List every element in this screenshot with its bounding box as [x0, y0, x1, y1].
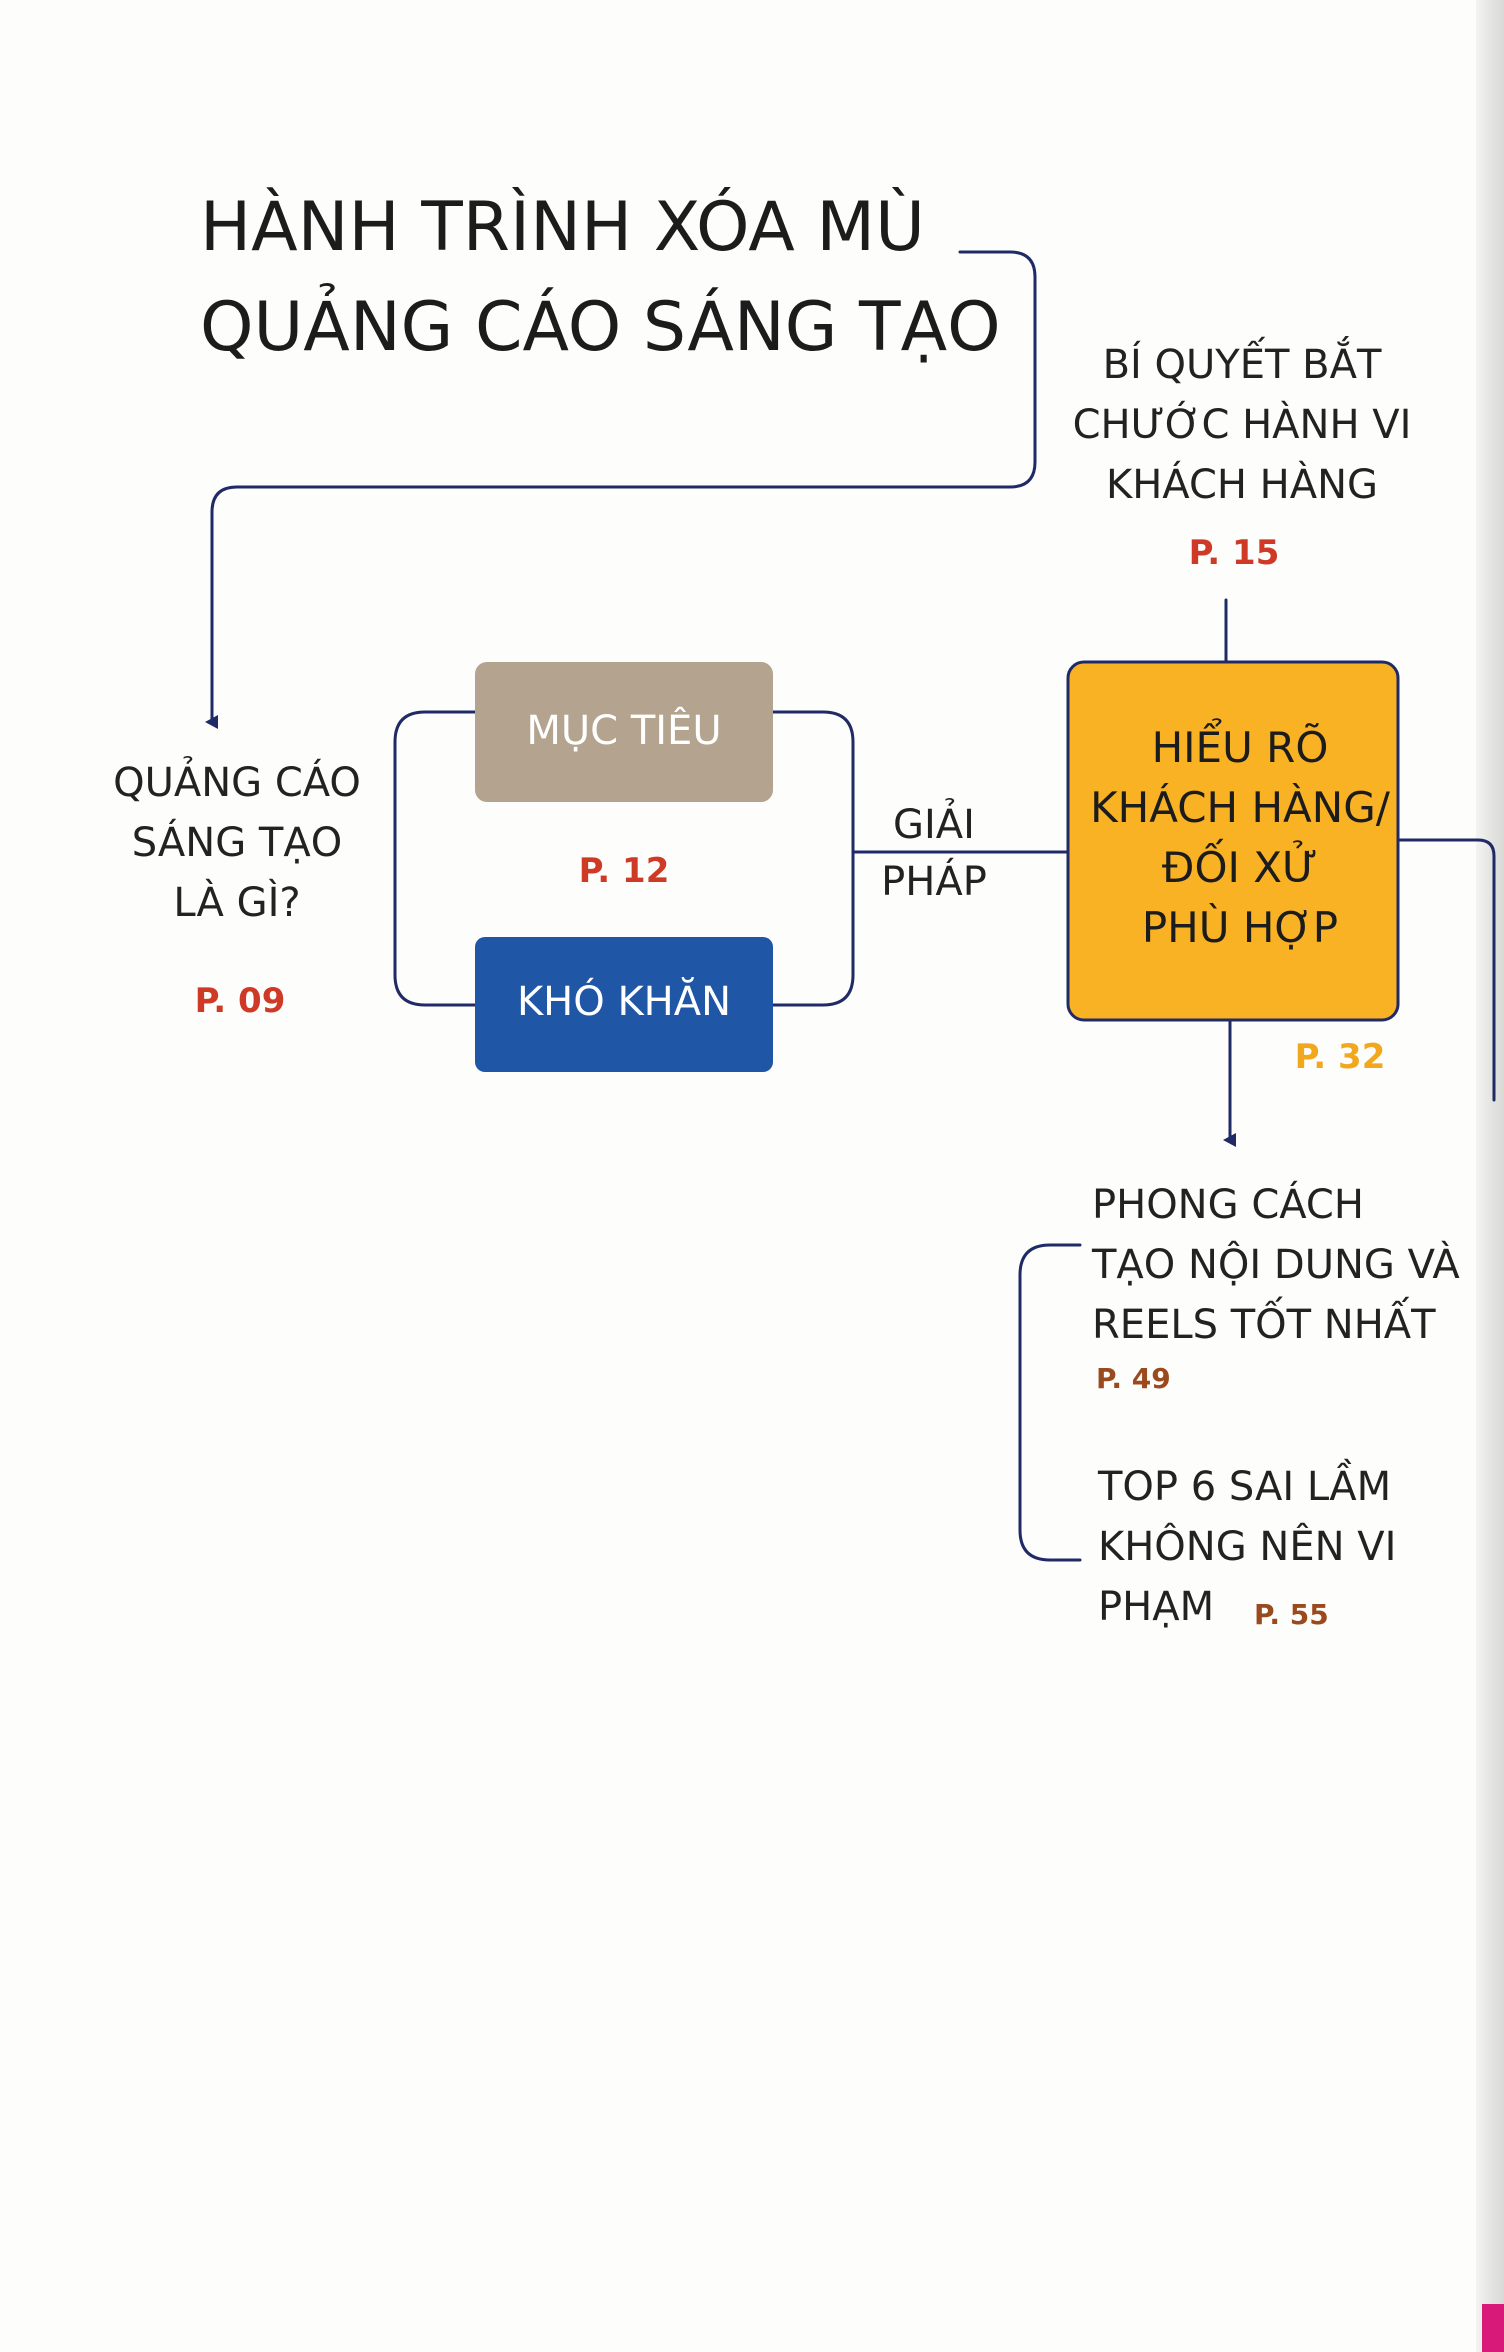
- what-is-line-3: LÀ GÌ?: [173, 878, 300, 926]
- goal-box-label: MỤC TIÊU: [526, 706, 721, 754]
- understand-page-ref: P. 32: [1295, 1037, 1386, 1077]
- difficulty-box-shape: [475, 937, 773, 1072]
- connector-goal-difficulty-loop: [393, 710, 477, 1007]
- goal-box-shape: [475, 662, 773, 802]
- mistakes-line-1: TOP 6 SAI LẦM: [1097, 1458, 1391, 1510]
- node-mimic: BÍ QUYẾT BẮT CHƯỚC HÀNH VI KHÁCH HÀNG P.…: [1073, 335, 1412, 573]
- node-content-style: PHONG CÁCH TẠO NỘI DUNG VÀ REELS TỐT NHẤ…: [1091, 1180, 1460, 1395]
- diagram-title-line-1: HÀNH TRÌNH XÓA MÙ: [200, 187, 925, 267]
- solution-label: GIẢI PHÁP: [881, 797, 987, 905]
- understand-line-1: HIỂU RÕ: [1152, 717, 1329, 772]
- understand-line-3: ĐỐI XỬ: [1162, 838, 1318, 892]
- what-is-line-2: SÁNG TẠO: [132, 818, 342, 866]
- understand-box-shape: [1066, 660, 1400, 1022]
- content-style-line-1: PHONG CÁCH: [1092, 1180, 1364, 1228]
- mimic-line-1: BÍ QUYẾT BẮT: [1103, 335, 1382, 388]
- node-what-is: QUẢNG CÁO SÁNG TẠO LÀ GÌ? P. 09: [113, 755, 361, 1021]
- solution-line-1: GIẢI: [893, 797, 975, 848]
- content-style-page-ref: P. 49: [1096, 1362, 1171, 1395]
- mimic-line-2: CHƯỚC HÀNH VI: [1073, 400, 1412, 448]
- connector-title-to-what-is: [205, 250, 1037, 729]
- mistakes-page-ref: P. 55: [1254, 1598, 1329, 1631]
- diagram-title-line-2: QUẢNG CÁO SÁNG TẠO: [200, 282, 1001, 367]
- content-style-line-3: REELS TỐT NHẤT: [1092, 1295, 1436, 1348]
- goal-box: MỤC TIÊU: [475, 662, 773, 802]
- book-page-edge: [1476, 0, 1504, 2352]
- bracket-lower-nodes: [1018, 1243, 1082, 1562]
- what-is-line-1: QUẢNG CÁO: [113, 755, 361, 806]
- mistakes-line-2: KHÔNG NÊN VI: [1098, 1522, 1396, 1570]
- corner-color-strip: [1482, 2304, 1504, 2352]
- content-style-line-2: TẠO NỘI DUNG VÀ: [1091, 1240, 1460, 1288]
- what-is-page-ref: P. 09: [195, 981, 286, 1021]
- mistakes-line-3: PHẠM: [1098, 1584, 1214, 1630]
- node-mistakes: TOP 6 SAI LẦM KHÔNG NÊN VI PHẠM P. 55: [1097, 1458, 1396, 1631]
- connector-understand-right: [1396, 838, 1496, 1102]
- understand-box: HIỂU RÕ KHÁCH HÀNG/ ĐỐI XỬ PHÙ HỢP: [1066, 660, 1400, 1022]
- understand-line-2: KHÁCH HÀNG/: [1090, 782, 1391, 832]
- understand-line-4: PHÙ HỢP: [1142, 902, 1338, 952]
- connector-goal-difficulty-right: [771, 710, 855, 1007]
- goal-difficulty-page-ref: P. 12: [579, 851, 670, 891]
- solution-line-2: PHÁP: [881, 857, 987, 905]
- mimic-line-3: KHÁCH HÀNG: [1106, 460, 1378, 508]
- mimic-page-ref: P. 15: [1189, 533, 1280, 573]
- difficulty-box: KHÓ KHĂN: [475, 937, 773, 1072]
- difficulty-box-label: KHÓ KHĂN: [517, 976, 731, 1025]
